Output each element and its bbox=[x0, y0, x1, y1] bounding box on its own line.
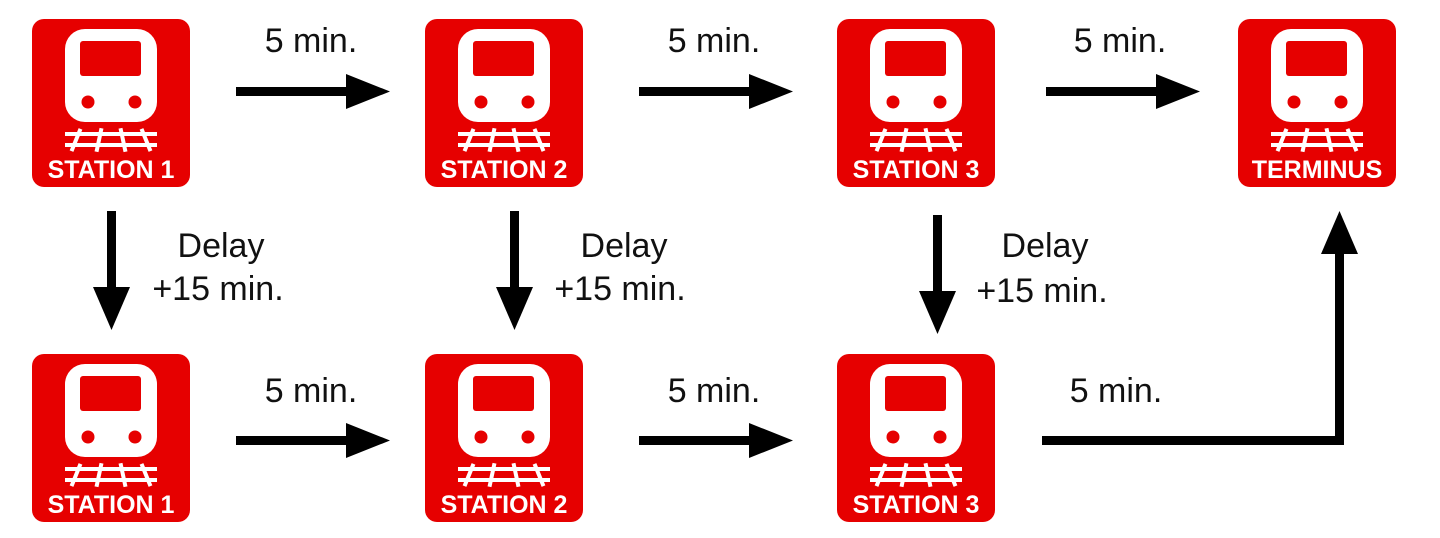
arrow-top-2 bbox=[639, 74, 793, 109]
station-bottom-3: STATION 3 bbox=[837, 354, 995, 522]
station-top-2: STATION 2 bbox=[425, 19, 583, 187]
station-label: STATION 3 bbox=[853, 156, 980, 184]
travel-time-label: 5 min. bbox=[265, 372, 358, 410]
travel-time-label: 5 min. bbox=[1070, 372, 1163, 410]
delay-amount-label: +15 min. bbox=[152, 270, 283, 308]
train-front-icon bbox=[458, 364, 550, 488]
delay-label: Delay bbox=[178, 227, 265, 265]
station-bottom-2: STATION 2 bbox=[425, 354, 583, 522]
arrow-bottom-2 bbox=[639, 423, 793, 458]
arrow-top-3 bbox=[1046, 74, 1200, 109]
travel-time-label: 5 min. bbox=[1074, 22, 1167, 60]
delay-arrow-3 bbox=[919, 215, 956, 334]
delay-arrow-2 bbox=[496, 211, 533, 330]
station-label: STATION 2 bbox=[441, 491, 568, 519]
arrow-bottom-to-terminus bbox=[1042, 211, 1358, 445]
train-front-icon bbox=[870, 29, 962, 153]
delay-arrow-1 bbox=[93, 211, 130, 330]
travel-time-label: 5 min. bbox=[265, 22, 358, 60]
delay-label: Delay bbox=[1002, 227, 1089, 265]
train-front-icon bbox=[65, 29, 157, 153]
train-front-icon bbox=[870, 364, 962, 488]
station-label: STATION 1 bbox=[48, 156, 175, 184]
arrow-bottom-1 bbox=[236, 423, 390, 458]
travel-time-label: 5 min. bbox=[668, 372, 761, 410]
station-label: STATION 2 bbox=[441, 156, 568, 184]
station-label: STATION 3 bbox=[853, 491, 980, 519]
travel-time-label: 5 min. bbox=[668, 22, 761, 60]
delay-amount-label: +15 min. bbox=[554, 270, 685, 308]
train-front-icon bbox=[1271, 29, 1363, 153]
station-label: STATION 1 bbox=[48, 491, 175, 519]
delay-label: Delay bbox=[581, 227, 668, 265]
train-front-icon bbox=[65, 364, 157, 488]
delay-amount-label: +15 min. bbox=[976, 272, 1107, 310]
station-label: TERMINUS bbox=[1252, 156, 1383, 184]
station-terminus: TERMINUS bbox=[1238, 19, 1396, 187]
station-top-1: STATION 1 bbox=[32, 19, 190, 187]
station-bottom-1: STATION 1 bbox=[32, 354, 190, 522]
arrow-top-1 bbox=[236, 74, 390, 109]
station-top-3: STATION 3 bbox=[837, 19, 995, 187]
train-front-icon bbox=[458, 29, 550, 153]
